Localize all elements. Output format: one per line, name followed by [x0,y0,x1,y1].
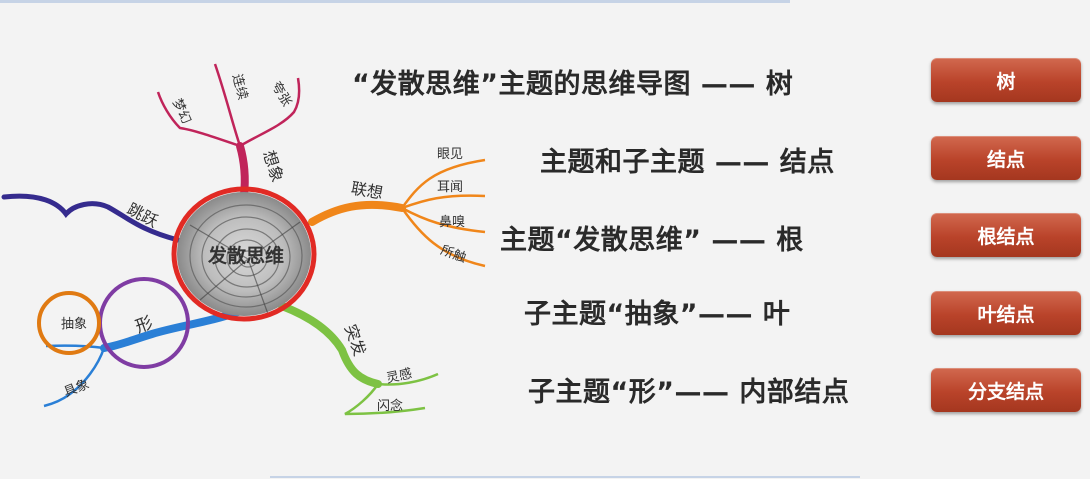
center-label: 发散思维 [207,244,284,267]
statement-tree: “发散思维”主题的思维导图 —— 树 [352,69,794,100]
label-xing: 形 [133,313,156,338]
center-ring [171,186,317,322]
top-rule [0,0,790,3]
statement-leaf: 子主题“抽象”—— 叶 [524,299,791,330]
branch-lianxiang-sub2 [401,194,486,210]
label-shannian: 闪念 [377,398,403,414]
branch-lianxiang-sub1 [400,158,486,209]
label-lianxu: 连续 [229,72,251,101]
stump-cracks [189,221,301,315]
statement-branch-node: 子主题“形”—— 内部结点 [528,377,850,408]
branch-lianxiang-sub3 [401,206,486,234]
label-kuazhang: 夸张 [268,79,294,109]
branch-xiangxiang-sub2 [213,63,242,147]
label-linggan: 灵感 [385,366,414,387]
label-mènghuàn: 梦幻 [169,97,194,127]
chouxiang-highlight-ring [37,291,101,355]
stump-rings [189,204,303,308]
branch-xiangxiang-sub3 [239,77,301,148]
branch-lianxiang-sub4 [400,207,486,268]
tag-leaf-node-button[interactable]: 叶结点 [931,291,1081,335]
label-chouxiang: 抽象 [61,317,87,332]
branch-tiaoyue-line [1,193,181,243]
label-yanjian: 眼见 [437,147,463,162]
statement-node: 主题和子主题 —— 结点 [540,147,835,178]
mind-map: 发散思维 跳跃 想象 梦幻 连续 夸张 联想 眼见 耳闻 鼻嗅 所触 突发 灵感… [1,63,486,416]
statement-root: 主题“发散思维” —— 根 [500,225,804,256]
bottom-rule [270,476,860,478]
label-lianxiang: 联想 [350,178,385,202]
tag-root-node-button[interactable]: 根结点 [931,213,1081,257]
tag-tree-button[interactable]: 树 [931,58,1081,102]
branch-xing-line [100,308,242,352]
label-xiangxiang: 想象 [259,148,287,184]
branch-xing-sub2 [43,347,106,408]
tag-branch-node-button[interactable]: 分支结点 [931,368,1081,412]
label-bixiu: 鼻嗅 [439,214,465,230]
label-suochu: 所触 [438,243,468,266]
branch-tuifa-line [278,302,382,388]
label-erwen: 耳闻 [437,180,463,195]
branch-tuifa-sub1 [377,372,439,386]
tag-node-button[interactable]: 结点 [931,136,1081,180]
branch-tuifa-sub2 [344,383,426,416]
branch-lianxiang-line [308,200,406,226]
label-juxiang: 具象 [62,377,92,401]
branch-xiangxiang-sub1 [156,91,241,148]
